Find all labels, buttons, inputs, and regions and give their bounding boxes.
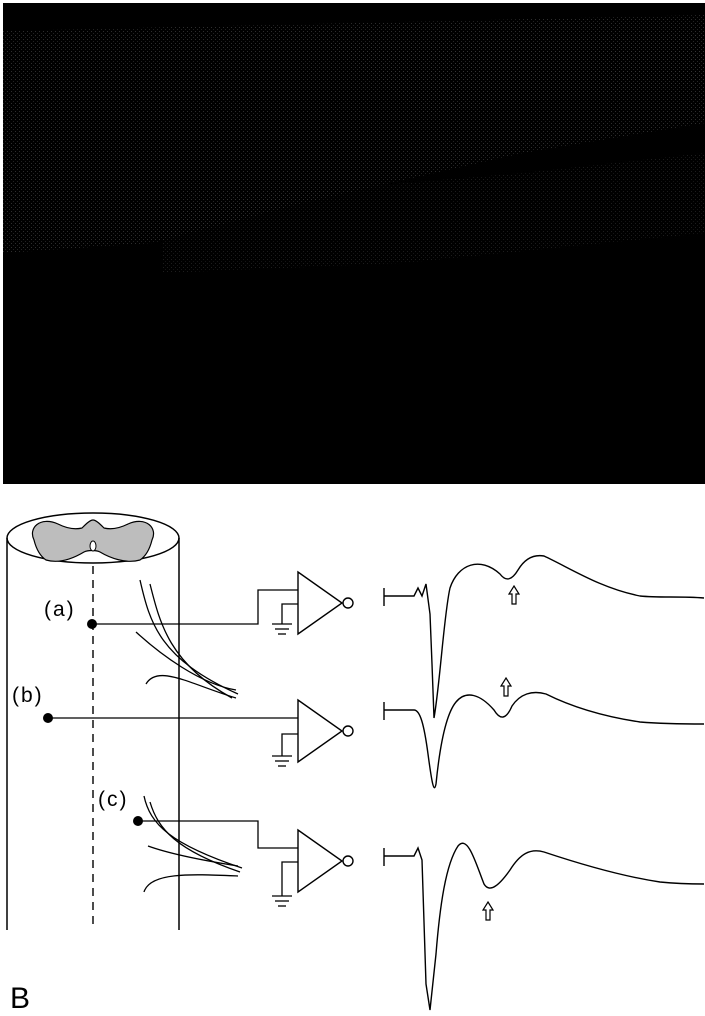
amplifier-b [298,700,342,762]
arrow-markers [483,586,519,920]
recorded-traces [384,556,704,1010]
amplifier-c [298,830,342,892]
scan-texture [3,3,705,484]
arrow-b [501,678,511,696]
trace-b [384,693,704,788]
recording-wires [48,590,298,848]
rootlets-upper [136,580,238,698]
amplifier-a [298,572,342,634]
arrow-c [483,902,493,920]
dark-image-panel [3,3,705,484]
electrode-label-c: (c) [98,788,129,811]
ground-symbols [272,604,298,906]
electrode-label-a: (a) [44,598,76,621]
central-canal [90,541,96,551]
spinal-cord-recording-diagram: (a) (b) (c) B [0,484,705,1016]
amplifiers [298,572,353,892]
electrode-label-b: (b) [12,684,44,707]
arrow-a [509,586,519,604]
trace-c [384,843,704,1010]
rootlets-lower [144,796,242,892]
panel-label: B [10,982,30,1015]
